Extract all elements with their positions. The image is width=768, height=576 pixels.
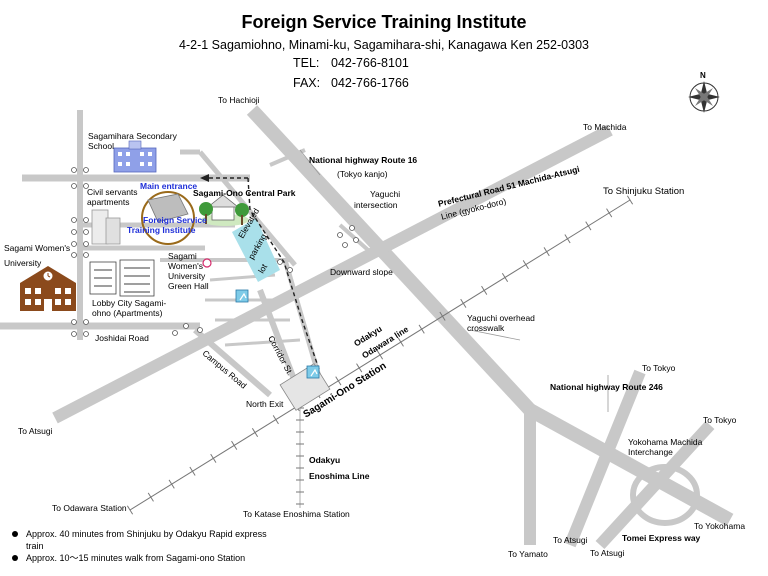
label-yokohama-machida-1: Yokohama Machida xyxy=(628,437,703,447)
green-hall-marker xyxy=(202,258,212,268)
label-to-machida: To Machida xyxy=(583,122,627,132)
compass-rose-icon xyxy=(688,81,720,113)
label-womens-university-1: Sagami Women's xyxy=(4,243,71,253)
label-main-entrance: Main entrance xyxy=(140,181,198,191)
tel-number: 042-766-8101 xyxy=(331,56,409,70)
pedestrian-signs xyxy=(235,289,320,379)
page-title: Foreign Service Training Institute xyxy=(241,12,527,32)
label-yokohama-machida-2: Interchange xyxy=(628,447,673,457)
label-yaguchi-intersection-1: Yaguchi xyxy=(370,189,401,199)
prefectural-road-51 xyxy=(52,124,613,424)
label-tokyo-kanjo: (Tokyo kanjo) xyxy=(337,169,388,179)
label-lobby-city-1: Lobby City Sagami- xyxy=(92,298,167,308)
label-odakyu-enoshima-2: Enoshima Line xyxy=(309,471,370,481)
label-tomei-expressway: Tomei Express way xyxy=(622,533,701,543)
label-womens-university-2: University xyxy=(4,258,42,268)
label-secondary-school-2: School xyxy=(88,141,114,151)
label-to-atsugi-bottom-2: To Atsugi xyxy=(590,548,625,558)
tel-label: TEL: xyxy=(293,56,320,70)
secondary-school-building xyxy=(113,140,157,173)
campus-road xyxy=(193,327,272,398)
label-joshidai-road: Joshidai Road xyxy=(95,333,149,343)
central-park-icon xyxy=(199,194,249,226)
label-downward-slope: Downward slope xyxy=(330,267,393,277)
label-route246: National highway Route 246 xyxy=(550,382,663,392)
compass-north-label: N xyxy=(700,71,706,80)
fax-number: 042-766-1766 xyxy=(331,76,409,90)
label-to-shinjuku: To Shinjuku Station xyxy=(603,186,685,197)
label-to-atsugi-left: To Atsugi xyxy=(18,426,53,436)
access-note: Approx. 10～15 minutes walk from Sagami-o… xyxy=(12,552,286,564)
label-yaguchi-crosswalk-1: Yaguchi overhead xyxy=(467,313,535,323)
label-secondary-school-1: Sagamihara Secondary xyxy=(88,131,177,141)
label-green-hall-2: Women's xyxy=(168,261,204,271)
walking-route xyxy=(247,177,321,373)
label-to-odawara: To Odawara Station xyxy=(52,503,127,513)
tomei-expressway xyxy=(595,420,715,550)
civil-servants-apartments xyxy=(91,209,121,245)
label-civil-servants-1: Civil servants xyxy=(87,187,138,197)
label-route16: National highway Route 16 xyxy=(309,155,418,165)
label-to-tokyo-1: To Tokyo xyxy=(642,363,676,373)
label-central-park: Sagami-Ono Central Park xyxy=(193,188,296,198)
route246-road xyxy=(564,369,646,548)
label-yaguchi-crosswalk-2: crosswalk xyxy=(467,323,505,333)
label-odakyu-enoshima-1: Odakyu xyxy=(309,455,341,465)
label-to-hachioji: To Hachioji xyxy=(218,95,260,105)
label-to-atsugi-bottom-1: To Atsugi xyxy=(553,535,588,545)
womens-university-icon xyxy=(20,266,76,311)
label-yaguchi-intersection-2: intersection xyxy=(354,200,398,210)
lobby-city-apartments xyxy=(89,259,155,297)
elevated-parking-lot xyxy=(232,218,280,282)
label-lobby-city-2: ohno (Apartments) xyxy=(92,308,163,318)
label-fsti-1: Foreign Service xyxy=(143,215,207,225)
label-green-hall-1: Sagami xyxy=(168,251,197,261)
access-note: Approx. 40 minutes from Shinjuku by Odak… xyxy=(12,528,286,552)
label-to-katase: To Katase Enoshima Station xyxy=(243,509,350,519)
access-notes: Approx. 40 minutes from Shinjuku by Odak… xyxy=(12,528,286,564)
fax-label: FAX: xyxy=(293,76,321,90)
yokohama-machida-interchange xyxy=(630,464,700,526)
label-north-exit: North Exit xyxy=(246,399,284,409)
fsti-location-oval xyxy=(141,191,195,245)
label-fsti-2: Training Institute xyxy=(127,225,196,235)
address-text: 4-2-1 Sagamiohno, Minami-ku, Sagamihara-… xyxy=(179,38,589,52)
label-to-yamato: To Yamato xyxy=(508,549,548,559)
label-to-tokyo-2: To Tokyo xyxy=(703,415,737,425)
label-to-yokohama: To Yokohama xyxy=(694,521,746,531)
label-civil-servants-2: apartments xyxy=(87,197,130,207)
label-green-hall-3: University xyxy=(168,271,206,281)
label-green-hall-4: Green Hall xyxy=(168,281,209,291)
route16-road xyxy=(246,105,536,415)
